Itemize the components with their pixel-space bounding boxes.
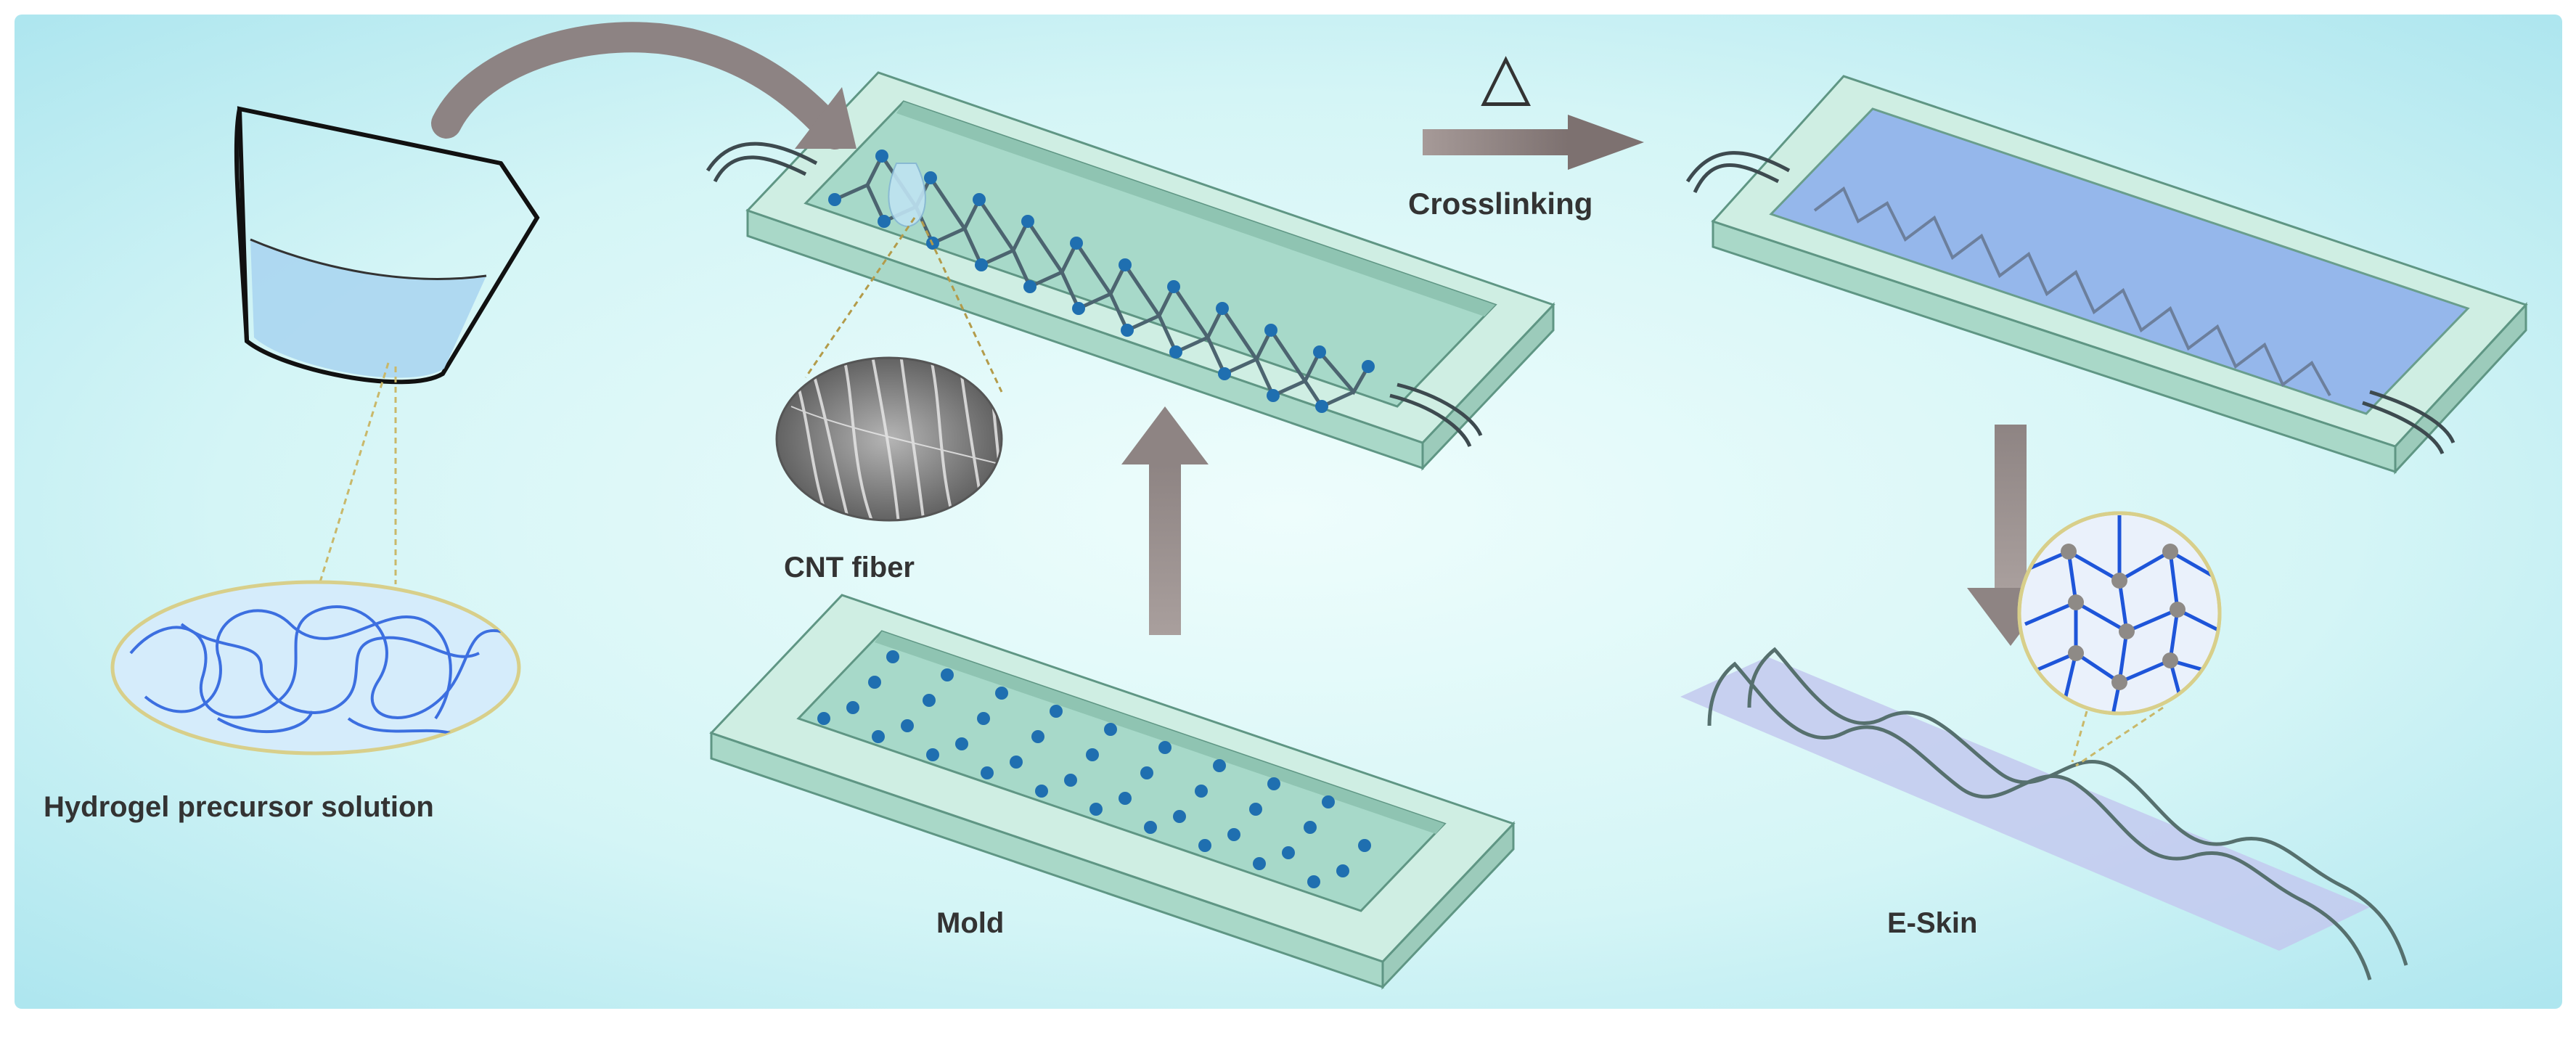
e-skin-fiber-2	[1747, 647, 2408, 966]
tray2-lead-right	[2369, 390, 2456, 444]
label-hydrogel: Hydrogel precursor solution	[44, 791, 434, 823]
hydro-zoom-1	[318, 362, 390, 585]
label-mold: Mold	[936, 907, 1004, 939]
mold-cavity-wall	[875, 631, 1444, 834]
lead-wire-right	[1397, 382, 1483, 437]
network-inset	[2017, 511, 2222, 716]
net-zoom-1	[2071, 711, 2088, 763]
tray2-lead-left	[1693, 163, 1780, 194]
pour-arrow-icon	[431, 22, 850, 150]
mold-empty	[709, 594, 1516, 990]
hydrogel-inset	[110, 580, 521, 756]
label-crosslinking: Crosslinking	[1408, 187, 1592, 221]
arrow-right-icon	[1423, 115, 1644, 170]
cnt-fiber-zigzag-upper	[865, 152, 1370, 396]
mold-pins	[817, 650, 1371, 888]
mold-with-fiber	[706, 71, 1555, 471]
net-zoom-2	[2075, 706, 2164, 767]
lead-wire-right-2	[1389, 393, 1472, 448]
zoom-line-2	[920, 221, 1003, 393]
embedded-fiber	[1813, 186, 2331, 396]
arrow-up-icon	[1121, 406, 1209, 635]
tray2-lead-left-2	[1685, 151, 1791, 183]
zoom-line-1	[804, 217, 916, 378]
label-cnt-fiber: CNT fiber	[784, 552, 915, 584]
label-e-skin: E-Skin	[1887, 907, 1977, 939]
droplet-icon	[888, 163, 926, 228]
gel-fill	[1769, 107, 2470, 415]
lead-wire-left-2	[706, 142, 818, 172]
tray2-lead-right-2	[2362, 401, 2445, 455]
pin-dots	[828, 150, 1375, 413]
lead-wire-left	[713, 155, 807, 183]
e-skin	[1680, 647, 2408, 980]
tray-cavity-wall	[896, 102, 1495, 316]
heat-delta-icon: △	[1481, 40, 1531, 112]
pour-arrowhead	[795, 87, 856, 149]
mold-crosslinked	[1685, 75, 2528, 475]
beaker-icon	[234, 106, 540, 385]
arrow-down-icon	[1967, 425, 2054, 646]
